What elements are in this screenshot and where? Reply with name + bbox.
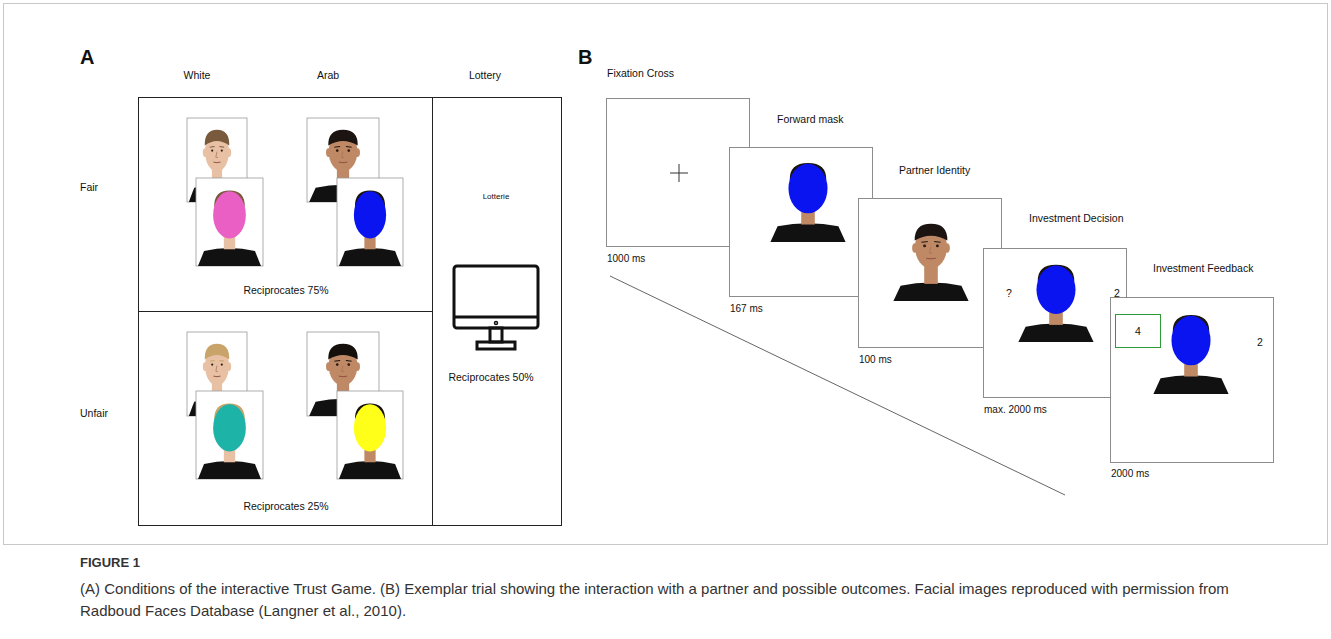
frame-duration: 167 ms: [730, 303, 763, 315]
reciprocity-rate: Reciprocates 25%: [243, 500, 328, 512]
frame-heading: Investment Decision: [1029, 212, 1124, 224]
face-photo: [196, 178, 263, 266]
figure-caption: (A) Conditions of the interactive Trust …: [80, 578, 1275, 622]
trial-frame: Investment Decision?2max. 2000 ms: [983, 248, 1127, 398]
trial-frame: Partner Identity100 ms: [858, 198, 1002, 348]
choice-option: 2: [1257, 336, 1263, 348]
frame-heading: Investment Feedback: [1153, 262, 1253, 274]
face-photo: [196, 391, 263, 479]
face-photo: [1153, 315, 1228, 394]
illustration: [139, 312, 434, 527]
reciprocity-rate: Reciprocates 75%: [243, 284, 328, 296]
figure-number: FIGURE 1: [80, 556, 140, 571]
column-header: Arab: [317, 69, 339, 81]
trial-frame: Forward mask167 ms: [729, 147, 873, 297]
frame-duration: max. 2000 ms: [984, 404, 1047, 416]
column-header: Lottery: [469, 69, 501, 81]
panel-letter: A: [80, 46, 94, 69]
frame-heading: Partner Identity: [899, 164, 970, 176]
frame-duration: 100 ms: [859, 354, 892, 366]
illustration: [139, 98, 434, 313]
reciprocity-rate: Reciprocates 50%: [448, 371, 533, 383]
computer-icon: [454, 266, 538, 349]
row-header: Unfair: [80, 407, 108, 419]
lottery-label: Lotterie: [483, 192, 510, 201]
face-photo: [1018, 265, 1093, 342]
frame-heading: Fixation Cross: [607, 67, 674, 79]
figure-frame: [4, 4, 1328, 545]
frame-duration: 1000 ms: [607, 253, 645, 265]
illustration: [433, 98, 563, 527]
face-photo: [337, 391, 403, 479]
face-photo: [770, 163, 845, 242]
illustration: [730, 148, 874, 298]
illustration: [859, 199, 1003, 349]
frame-duration: 2000 ms: [1111, 468, 1149, 480]
face-photo: [893, 224, 968, 301]
lottery-cell: LotterieReciprocates 50%: [432, 97, 562, 526]
trial-frame: Investment Feedback22000 ms4: [1110, 297, 1274, 463]
illustration: [984, 249, 1128, 399]
row-header: Fair: [80, 181, 98, 193]
choice-option: 4: [1116, 315, 1160, 347]
choice-option: ?: [1006, 287, 1012, 299]
chosen-option-box: 4: [1115, 314, 1161, 348]
condition-cell: Reciprocates 75%: [138, 97, 433, 312]
fixation-cross: [670, 164, 688, 182]
frame-heading: Forward mask: [777, 113, 844, 125]
column-header: White: [184, 69, 211, 81]
panel-letter: B: [578, 46, 592, 69]
face-photo: [337, 178, 403, 266]
condition-cell: Reciprocates 25%: [138, 311, 433, 526]
